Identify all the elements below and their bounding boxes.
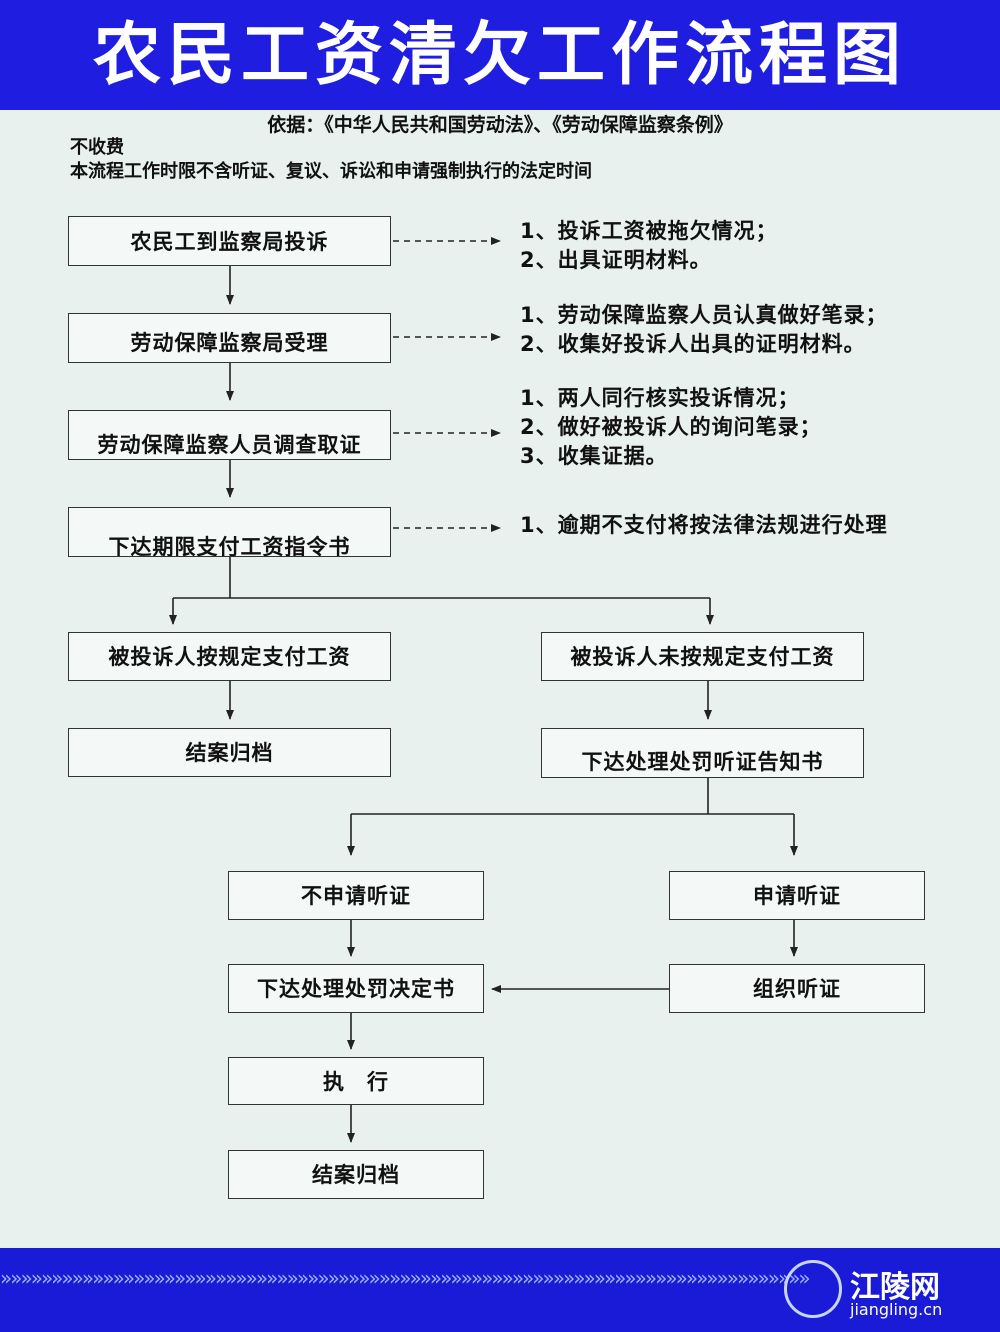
step-apply-hearing-label: 申请听证 — [753, 884, 841, 908]
side-note-item: 1、劳动保障监察人员认真做好笔录； — [520, 303, 888, 327]
step-order-label: 下达期限支付工资指令书 — [108, 535, 351, 557]
step-investigate-label: 劳动保障监察人员调查取证 — [97, 433, 362, 457]
step-close-left-label: 结案归档 — [185, 741, 274, 765]
side-note-item: 2、收集好投诉人出具的证明材料。 — [520, 332, 866, 356]
step-apply-hearing-box: 申请听证 — [669, 871, 925, 920]
side-notes-order: 1、逾期不支付将按法律法规进行处理 — [520, 511, 888, 540]
side-note-item: 1、投诉工资被拖欠情况； — [520, 219, 778, 243]
step-execute-box: 执 行 — [228, 1057, 484, 1105]
step-close-left-box: 结案归档 — [68, 728, 391, 777]
note-free: 不收费 — [70, 137, 124, 158]
side-note-item: 1、两人同行核实投诉情况； — [520, 386, 800, 410]
step-close-final-label: 结案归档 — [312, 1163, 400, 1187]
logo-name: 江陵网 — [850, 1270, 940, 1305]
step-close-final-box: 结案归档 — [228, 1150, 484, 1199]
step-investigate-box: 劳动保障监察人员调查取证 — [68, 410, 391, 460]
step-accept-label: 劳动保障监察局受理 — [130, 331, 329, 355]
step-not-paid-box: 被投诉人未按规定支付工资 — [541, 632, 864, 681]
step-order-box: 下达期限支付工资指令书 — [68, 507, 391, 557]
logo-url: jiangling.cn — [850, 1300, 943, 1319]
side-note-item: 2、出具证明材料。 — [520, 248, 712, 272]
side-notes-complaint: 1、投诉工资被拖欠情况； 2、出具证明材料。 — [520, 217, 778, 275]
step-not-paid-label: 被投诉人未按规定支付工资 — [570, 645, 835, 669]
chevron-pattern: »»»»»»»»»»»»»»»»»»»»»»»»»»»»»»»»»»»»»»»»… — [0, 1266, 811, 1290]
logo-emblem-icon — [784, 1260, 842, 1318]
step-paid-box: 被投诉人按规定支付工资 — [68, 632, 391, 681]
step-organize-hearing-box: 组织听证 — [669, 964, 925, 1013]
step-decision-box: 下达处理处罚决定书 — [228, 964, 484, 1013]
side-notes-investigate: 1、两人同行核实投诉情况； 2、做好被投诉人的询问笔录； 3、收集证据。 — [520, 384, 822, 471]
step-organize-hearing-label: 组织听证 — [753, 977, 841, 1001]
site-logo[interactable]: 江陵网 jiangling.cn — [784, 1256, 984, 1326]
step-no-hearing-label: 不申请听证 — [301, 884, 411, 908]
step-complaint-label: 农民工到监察局投诉 — [130, 230, 329, 254]
step-accept-box: 劳动保障监察局受理 — [68, 313, 391, 363]
step-hearing-notice-box: 下达处理处罚听证告知书 — [541, 728, 864, 778]
side-notes-accept: 1、劳动保障监察人员认真做好笔录； 2、收集好投诉人出具的证明材料。 — [520, 301, 888, 359]
step-execute-label: 执 行 — [323, 1070, 389, 1094]
legal-basis: 依据：《中华人民共和国劳动法》、《劳动保障监察条例》 — [267, 114, 733, 136]
step-no-hearing-box: 不申请听证 — [228, 871, 484, 920]
footer-banner: »»»»»»»»»»»»»»»»»»»»»»»»»»»»»»»»»»»»»»»»… — [0, 1248, 1000, 1332]
side-note-item: 2、做好被投诉人的询问笔录； — [520, 415, 822, 439]
page-title: 农民工资清欠工作流程图 — [92, 16, 907, 95]
step-hearing-notice-label: 下达处理处罚听证告知书 — [581, 750, 824, 774]
step-complaint-box: 农民工到监察局投诉 — [68, 216, 391, 266]
step-decision-label: 下达处理处罚决定书 — [257, 977, 455, 1001]
side-note-item: 3、收集证据。 — [520, 444, 668, 468]
side-note-item: 1、逾期不支付将按法律法规进行处理 — [520, 513, 888, 537]
step-paid-label: 被投诉人按规定支付工资 — [108, 645, 351, 669]
header-banner: 农民工资清欠工作流程图 — [0, 0, 1000, 110]
note-time-limit: 本流程工作时限不含听证、复议、诉讼和申请强制执行的法定时间 — [70, 161, 592, 182]
